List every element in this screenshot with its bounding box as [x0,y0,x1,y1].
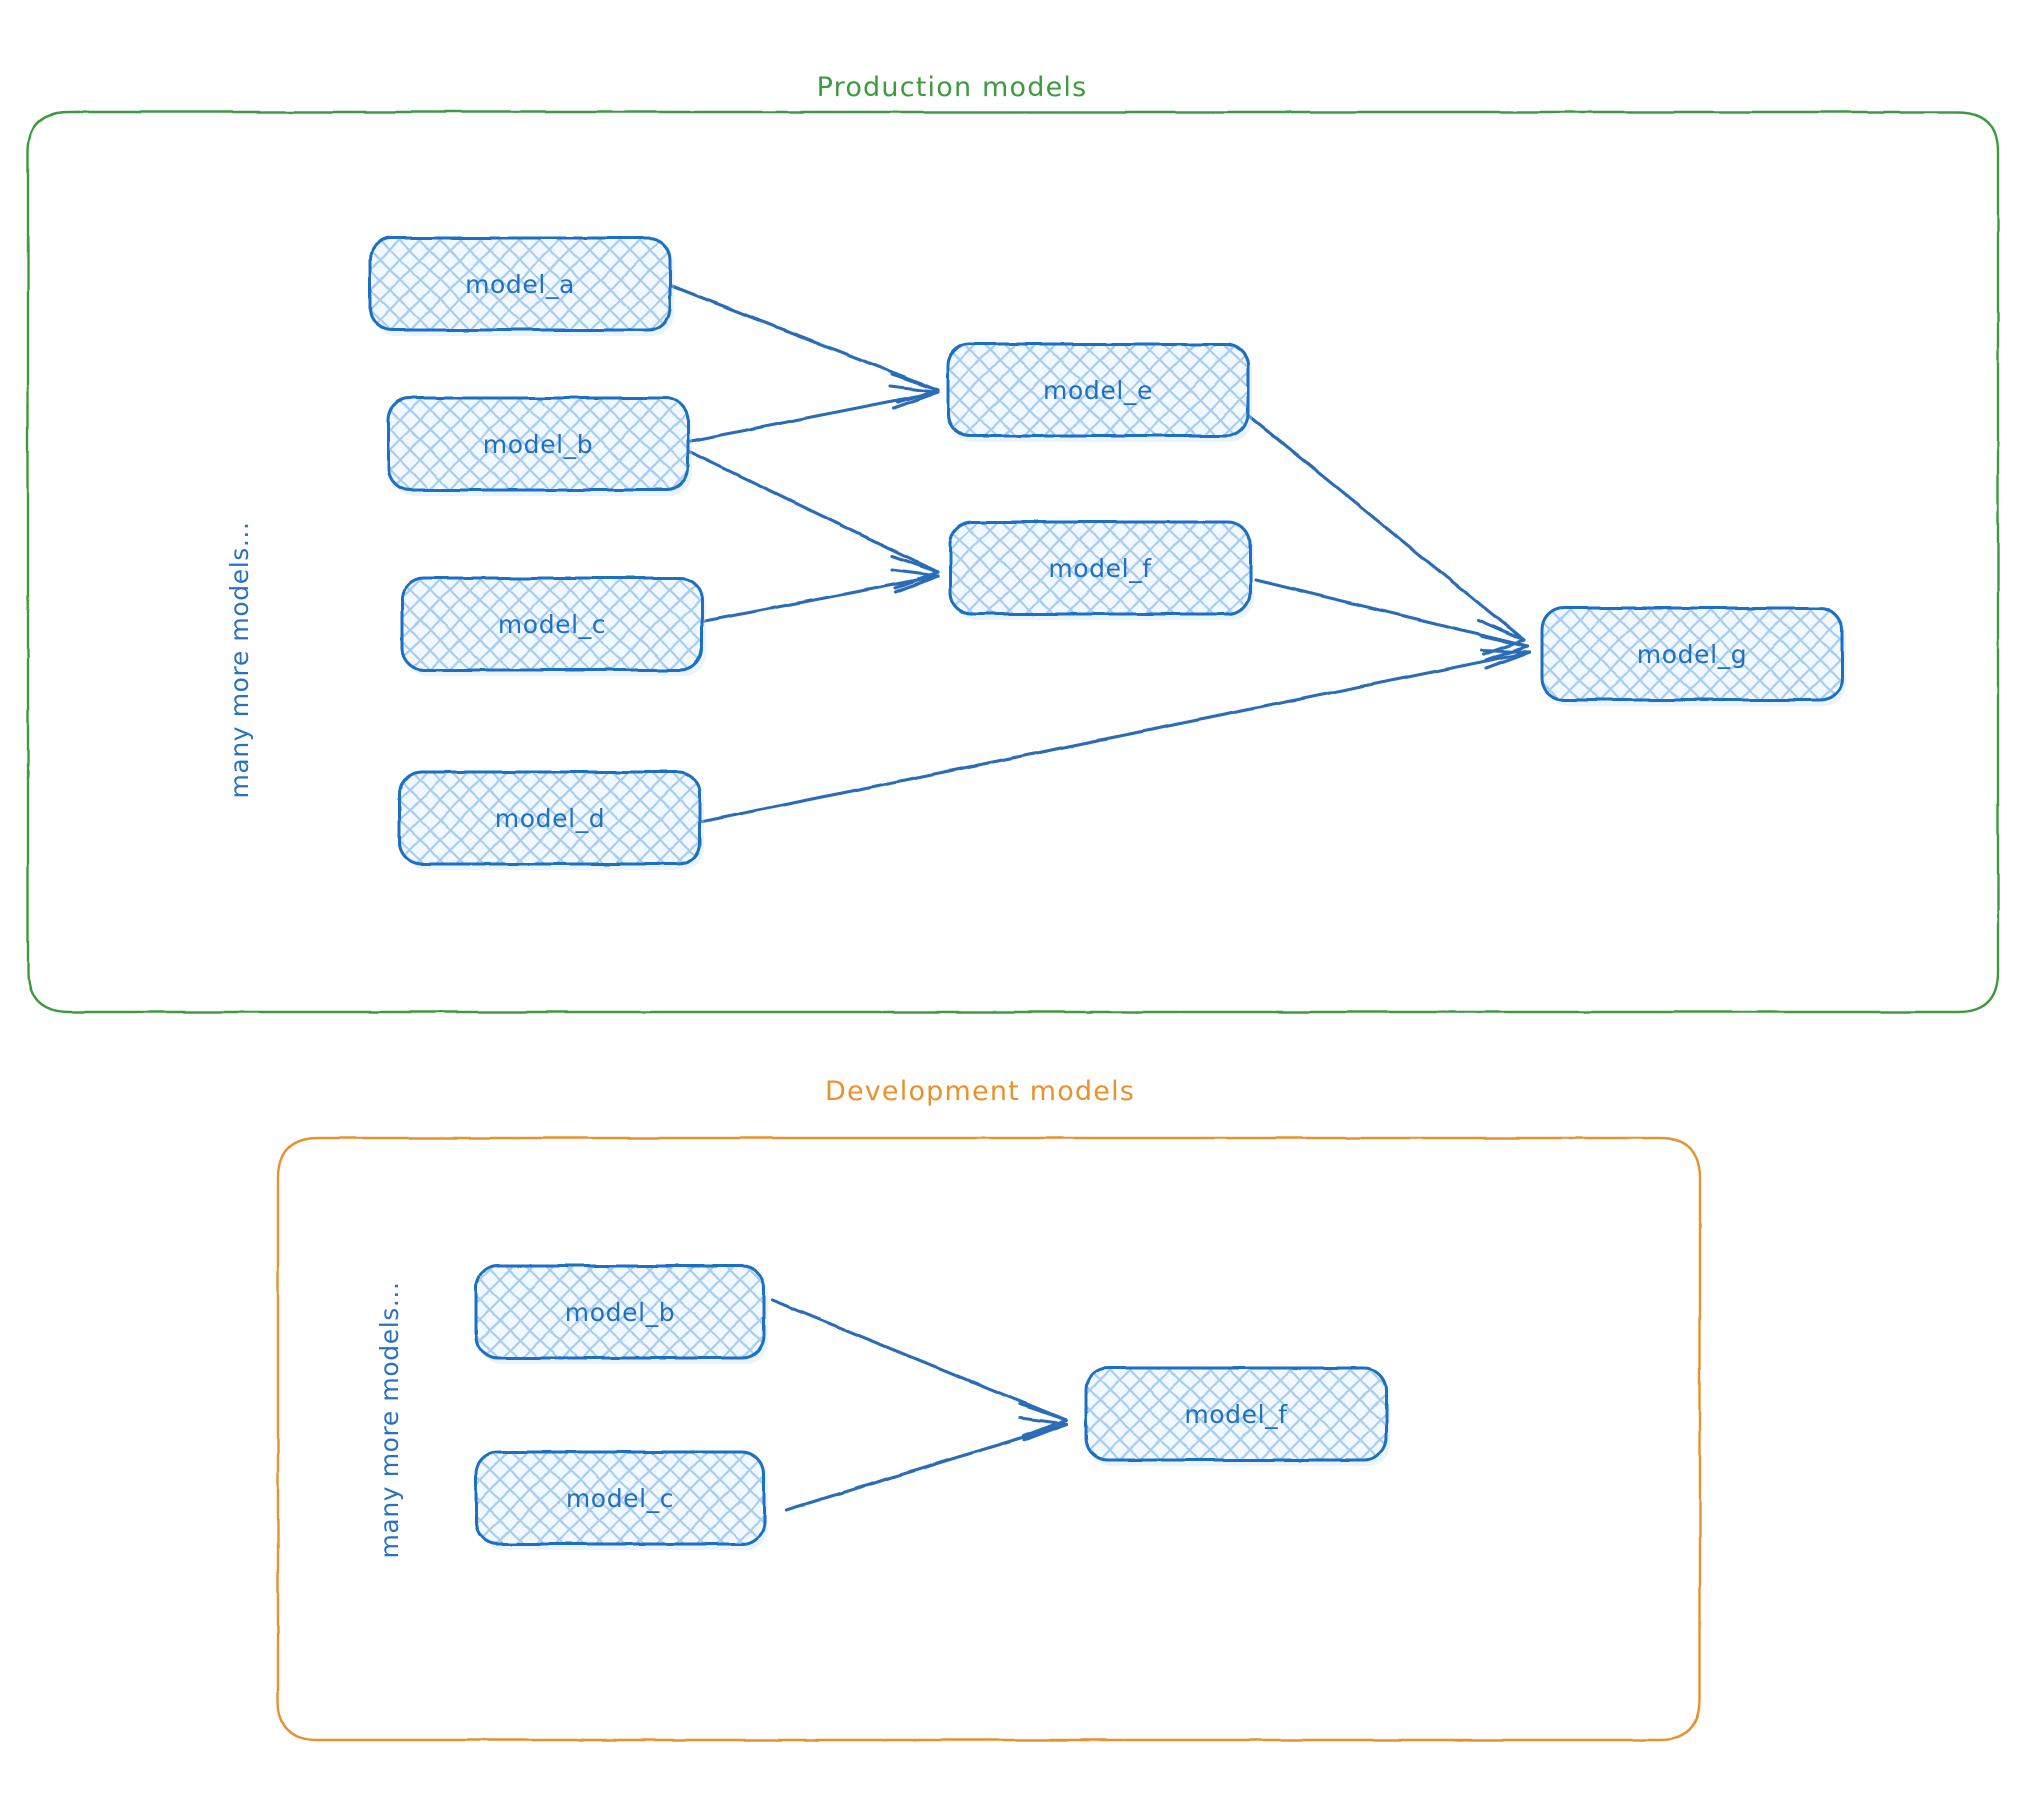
nodes-production: model_a model_b model_c model_d mode [368,236,1846,870]
node-label: model_b [483,430,593,459]
node-model_a[interactable]: model_a [368,236,674,336]
node-label: model_e [1043,376,1153,405]
edge-model_b-model_e [684,384,940,444]
node-label: model_f [1184,1400,1288,1429]
node-box[interactable] [1084,1366,1388,1462]
node-model_g[interactable]: model_g [1540,606,1846,706]
edge-model_e-model_g [1242,410,1526,656]
node-dev_model_c[interactable]: model_c [474,1450,768,1550]
node-label: model_b [565,1298,675,1327]
side-note-development: many more models... [375,1281,404,1558]
group-container-production [26,110,2000,1014]
group-title-development: Development models [825,1076,1135,1107]
node-box[interactable] [1540,606,1844,702]
node-label: model_d [495,804,605,833]
edge-model_f-model_g [1254,578,1530,662]
node-model_f[interactable]: model_f [948,520,1254,620]
edge-model_b-model_f [688,450,940,590]
edges-production [670,284,1532,824]
node-box[interactable] [386,396,690,492]
node-box[interactable] [948,520,1252,616]
edges-development [770,1298,1068,1512]
node-dev_model_f[interactable]: model_f [1084,1366,1390,1466]
node-dev_model_b[interactable]: model_b [474,1264,768,1364]
node-model_b[interactable]: model_b [386,396,692,496]
node-label: model_a [465,270,575,299]
node-box[interactable] [398,770,702,866]
node-box[interactable] [474,1450,766,1546]
node-label: model_c [498,610,606,639]
edge-dev_model_b-dev_model_f [770,1298,1068,1438]
node-model_c[interactable]: model_c [400,576,706,676]
node-label: model_g [1637,640,1747,669]
edge-model_a-model_e [670,284,940,404]
group-title-production: Production models [817,72,1088,103]
node-box[interactable] [474,1264,766,1360]
node-box[interactable] [400,576,704,672]
nodes-development: model_b model_c model_f [474,1264,1390,1550]
edge-model_c-model_f [698,568,940,624]
edge-dev_model_c-dev_model_f [784,1416,1068,1512]
node-label: model_f [1048,554,1152,583]
edge-model_d-model_g [698,648,1532,824]
group-container-development [276,1136,1702,1742]
node-model_e[interactable]: model_e [946,342,1252,442]
node-box[interactable] [946,342,1250,438]
node-box[interactable] [368,236,672,332]
node-model_d[interactable]: model_d [398,770,704,870]
node-label: model_c [566,1484,674,1513]
side-note-production: many more models... [225,521,254,798]
